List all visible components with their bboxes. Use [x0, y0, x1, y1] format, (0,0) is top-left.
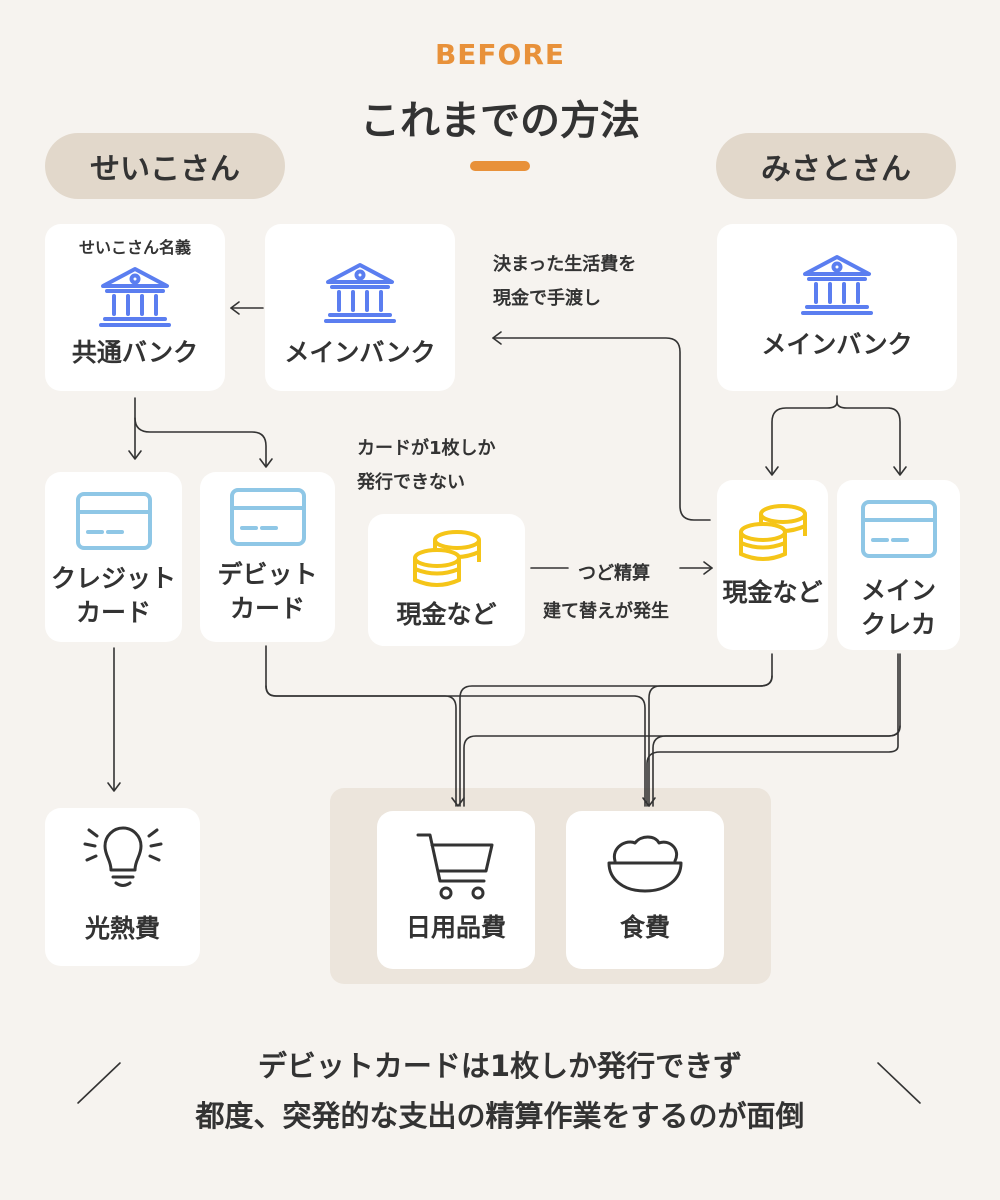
footer-line-1: デビットカードは1枚しか発行できず — [257, 1049, 743, 1083]
main-credit-label-line2: クレカ — [860, 610, 936, 639]
arrow-bank-to-cash — [771, 395, 838, 475]
page-title: これまでの方法 — [360, 98, 640, 144]
arrow-cash-to-daily — [459, 653, 773, 807]
main-credit-node: メイン クレカ — [837, 480, 960, 650]
misato-main-bank-node: メインバンク — [717, 224, 957, 391]
footer-slash-right — [877, 1062, 921, 1104]
misato-cash-label: 現金など — [722, 578, 823, 607]
shared-bank-caption: せいこさん名義 — [78, 238, 191, 257]
food-node: 食費 — [566, 811, 724, 969]
shared-bank-node: せいこさん名義 共通バンク — [45, 224, 225, 391]
debit-card-label-line1: デビット — [217, 560, 318, 589]
cart-icon — [416, 833, 494, 900]
note-settle: つど精算 — [578, 563, 650, 584]
card-icon — [75, 492, 152, 550]
arrow-cash-handover — [492, 337, 711, 521]
rice-bowl-icon — [607, 835, 683, 893]
card-icon — [860, 500, 937, 558]
credit-card-label-line1: クレジット — [50, 564, 176, 593]
note-one-card-line1: カードが1枚しか — [357, 438, 496, 459]
arrow-shared-to-debit — [134, 417, 267, 467]
note-living-cost: 決まった生活費を 現金で手渡し — [493, 248, 636, 316]
daily-goods-node: 日用品費 — [377, 811, 535, 969]
arrow-debit-to-food — [265, 685, 646, 807]
coins-icon — [412, 530, 481, 587]
daily-goods-label: 日用品費 — [405, 913, 506, 942]
title-underline — [470, 161, 530, 171]
misato-main-bank-label: メインバンク — [761, 330, 913, 359]
utilities-node: 光熱費 — [45, 808, 200, 966]
seiko-cash-node: 現金など — [368, 514, 525, 646]
note-advance-payment: 建て替えが発生 — [543, 601, 669, 622]
utilities-label: 光熱費 — [84, 914, 160, 943]
person-misato: みさとさん — [716, 133, 956, 199]
person-seiko: せいこさん — [45, 133, 285, 199]
arrow-credit-to-daily — [463, 653, 901, 807]
credit-card-label-line2: カード — [75, 598, 151, 627]
before-label: BEFORE — [434, 38, 566, 71]
seiko-main-bank-label: メインバンク — [284, 338, 436, 367]
misato-cash-node: 現金など — [717, 480, 828, 650]
main-credit-label-line1: メイン — [860, 576, 936, 605]
note-living-cost-line1: 決まった生活費を — [493, 254, 637, 275]
shared-bank-label: 共通バンク — [71, 338, 199, 367]
note-one-card: カードが1枚しか 発行できない — [357, 432, 496, 500]
card-icon — [229, 488, 306, 546]
footer-line-2: 都度、突発的な支出の精算作業をするのが面倒 — [195, 1099, 805, 1133]
debit-card-label-line2: カード — [229, 594, 305, 623]
food-label: 食費 — [619, 913, 670, 942]
note-one-card-line2: 発行できない — [357, 472, 465, 493]
footer-slash-left — [77, 1062, 121, 1104]
arrow-credit-to-food — [646, 653, 899, 807]
arrow-bank-to-credit — [836, 401, 901, 475]
arrow-debit-to-daily — [265, 645, 457, 807]
debit-card-node: デビット カード — [200, 472, 335, 642]
credit-card-node: クレジット カード — [45, 472, 182, 642]
bank-icon — [324, 263, 396, 323]
seiko-main-bank-node: メインバンク — [265, 224, 455, 391]
lightbulb-icon — [83, 826, 162, 887]
coins-icon — [738, 504, 807, 561]
bank-icon — [801, 255, 873, 315]
bank-icon — [99, 267, 171, 327]
note-living-cost-line2: 現金で手渡し — [493, 288, 601, 309]
seiko-cash-label: 現金など — [396, 600, 497, 629]
